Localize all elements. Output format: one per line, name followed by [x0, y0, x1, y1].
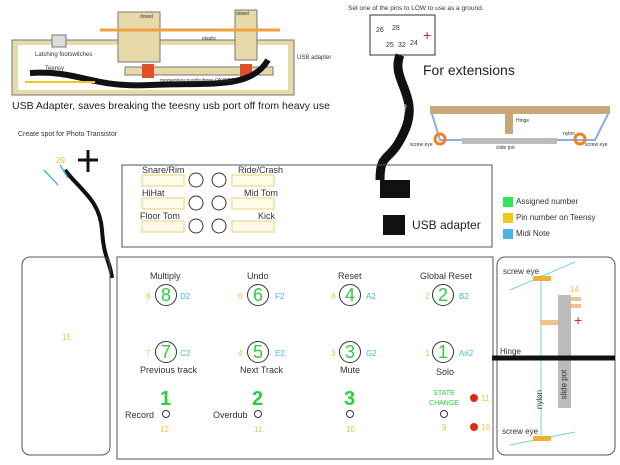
pin-number: 8: [146, 292, 151, 301]
footswitch-record-label[interactable]: Record: [125, 410, 155, 420]
pin-number: 6: [238, 292, 243, 301]
button-next-track[interactable]: 5: [247, 341, 269, 363]
midi-note: E2: [275, 349, 285, 358]
svg-text:+: +: [574, 312, 582, 328]
pin-32: 32: [398, 42, 406, 49]
pin-number: 4: [331, 292, 336, 301]
hinge-label: Hinge: [500, 347, 521, 356]
btn-label-reset: Reset: [338, 271, 362, 281]
extensions-title: For extensions: [423, 62, 515, 78]
ext-screw-eye-left: screw eye: [410, 142, 433, 148]
midi-note: D2: [180, 292, 191, 301]
btn-label-previous-track: Previous track: [140, 365, 198, 375]
button-previous-track[interactable]: 7: [155, 341, 177, 363]
pin-number: 9: [442, 423, 447, 432]
midi-note: F2: [275, 292, 285, 301]
midi-note: A#2: [459, 349, 474, 358]
photo-transistor-label: Create spot for Photo Transistor: [18, 131, 118, 138]
pin-number: 12: [160, 425, 169, 434]
left-panel-pin: 15: [62, 333, 71, 342]
photo-pin: 29: [56, 156, 65, 165]
footswitch-number: 2: [252, 388, 264, 410]
nylon-label: nylon: [535, 389, 545, 410]
midi-note: C2: [180, 349, 191, 358]
ext-screw-eye-right: screw eye: [585, 142, 608, 148]
pin-number: 7: [146, 349, 151, 358]
drum-hihat: HiHat: [142, 188, 165, 198]
led-pin: 11: [481, 394, 490, 403]
led-pin: 10: [481, 423, 490, 432]
drum-kick: Kick: [258, 211, 276, 221]
btn-label-undo: Undo: [247, 271, 269, 281]
button-multiply[interactable]: 8: [155, 284, 177, 306]
midi-note: G2: [366, 349, 377, 358]
ext-hinge: Hinge: [516, 118, 530, 124]
pin-28: 28: [392, 25, 400, 32]
footswitch-overdub-label[interactable]: Overdub: [213, 410, 248, 420]
label-dowel-2: dowel: [236, 11, 250, 17]
pin-26: 26: [376, 27, 384, 34]
label-footswitches: Latching footswitches: [35, 52, 93, 58]
drum-snare: Snare/Rim: [142, 165, 185, 175]
usb-adapter-label: USB adapter: [412, 218, 481, 232]
label-usb-adapter-top: USB adapter: [297, 55, 332, 61]
btn-label-multiply: Multiply: [150, 271, 181, 281]
btn-label-next-track: Next Track: [240, 365, 284, 375]
btn-label-mute: Mute: [340, 365, 361, 375]
screw-eye-bottom: screw eye: [502, 427, 539, 436]
pin-24: 24: [410, 40, 418, 47]
ground-note: Set one of the pins to LOW to use as a g…: [348, 5, 484, 12]
label-elastic: elastic: [202, 36, 217, 42]
ext-nylon: nylon: [563, 131, 575, 137]
drum-midtom: Mid Tom: [244, 188, 278, 198]
button-reset[interactable]: 4: [339, 284, 361, 306]
footswitch-number: 3: [344, 388, 356, 410]
top-caption: USB Adapter, saves breaking the teesny u…: [12, 100, 330, 112]
svg-text:+: +: [423, 27, 431, 43]
pin-number: 2: [425, 292, 430, 301]
pin-number: 10: [346, 425, 355, 434]
pin-number: 11: [254, 425, 263, 434]
screw-eye-top: screw eye: [503, 267, 540, 276]
label-dowel: dowel: [140, 14, 154, 20]
btn-label-solo: Solo: [436, 367, 455, 377]
ext-slide-pot: slide pot: [496, 145, 515, 151]
pin-25: 25: [386, 42, 394, 49]
midi-note: B2: [459, 292, 469, 301]
legend-assigned: Assigned number: [516, 197, 579, 206]
button-global-reset[interactable]: 2: [432, 284, 454, 306]
pin-number: 4: [238, 349, 243, 358]
slide-pot-pin: 14: [570, 285, 579, 294]
btn-label-global-reset: Global Reset: [420, 271, 473, 281]
midi-note: A2: [366, 292, 376, 301]
button-mute[interactable]: 3: [339, 341, 361, 363]
button-undo[interactable]: 6: [247, 284, 269, 306]
pin-number: 3: [331, 349, 336, 358]
drum-floortom: Floor Tom: [140, 211, 180, 221]
slide-pot-label: slide pot: [559, 369, 569, 400]
label-teensy: Teensy: [45, 66, 65, 72]
drum-ride: Ride/Crash: [238, 165, 284, 175]
label-pushbuttons: momentary pushbuttons ON/OFF: [160, 78, 234, 84]
state-change-label: STATE CHANGE: [429, 390, 459, 407]
legend-pin: Pin number on Teensy: [516, 213, 596, 222]
button-solo[interactable]: 1: [432, 341, 454, 363]
footswitch-number: 1: [160, 388, 172, 410]
legend-midi: Midi Note: [516, 229, 550, 238]
pin-number: 1: [425, 349, 430, 358]
